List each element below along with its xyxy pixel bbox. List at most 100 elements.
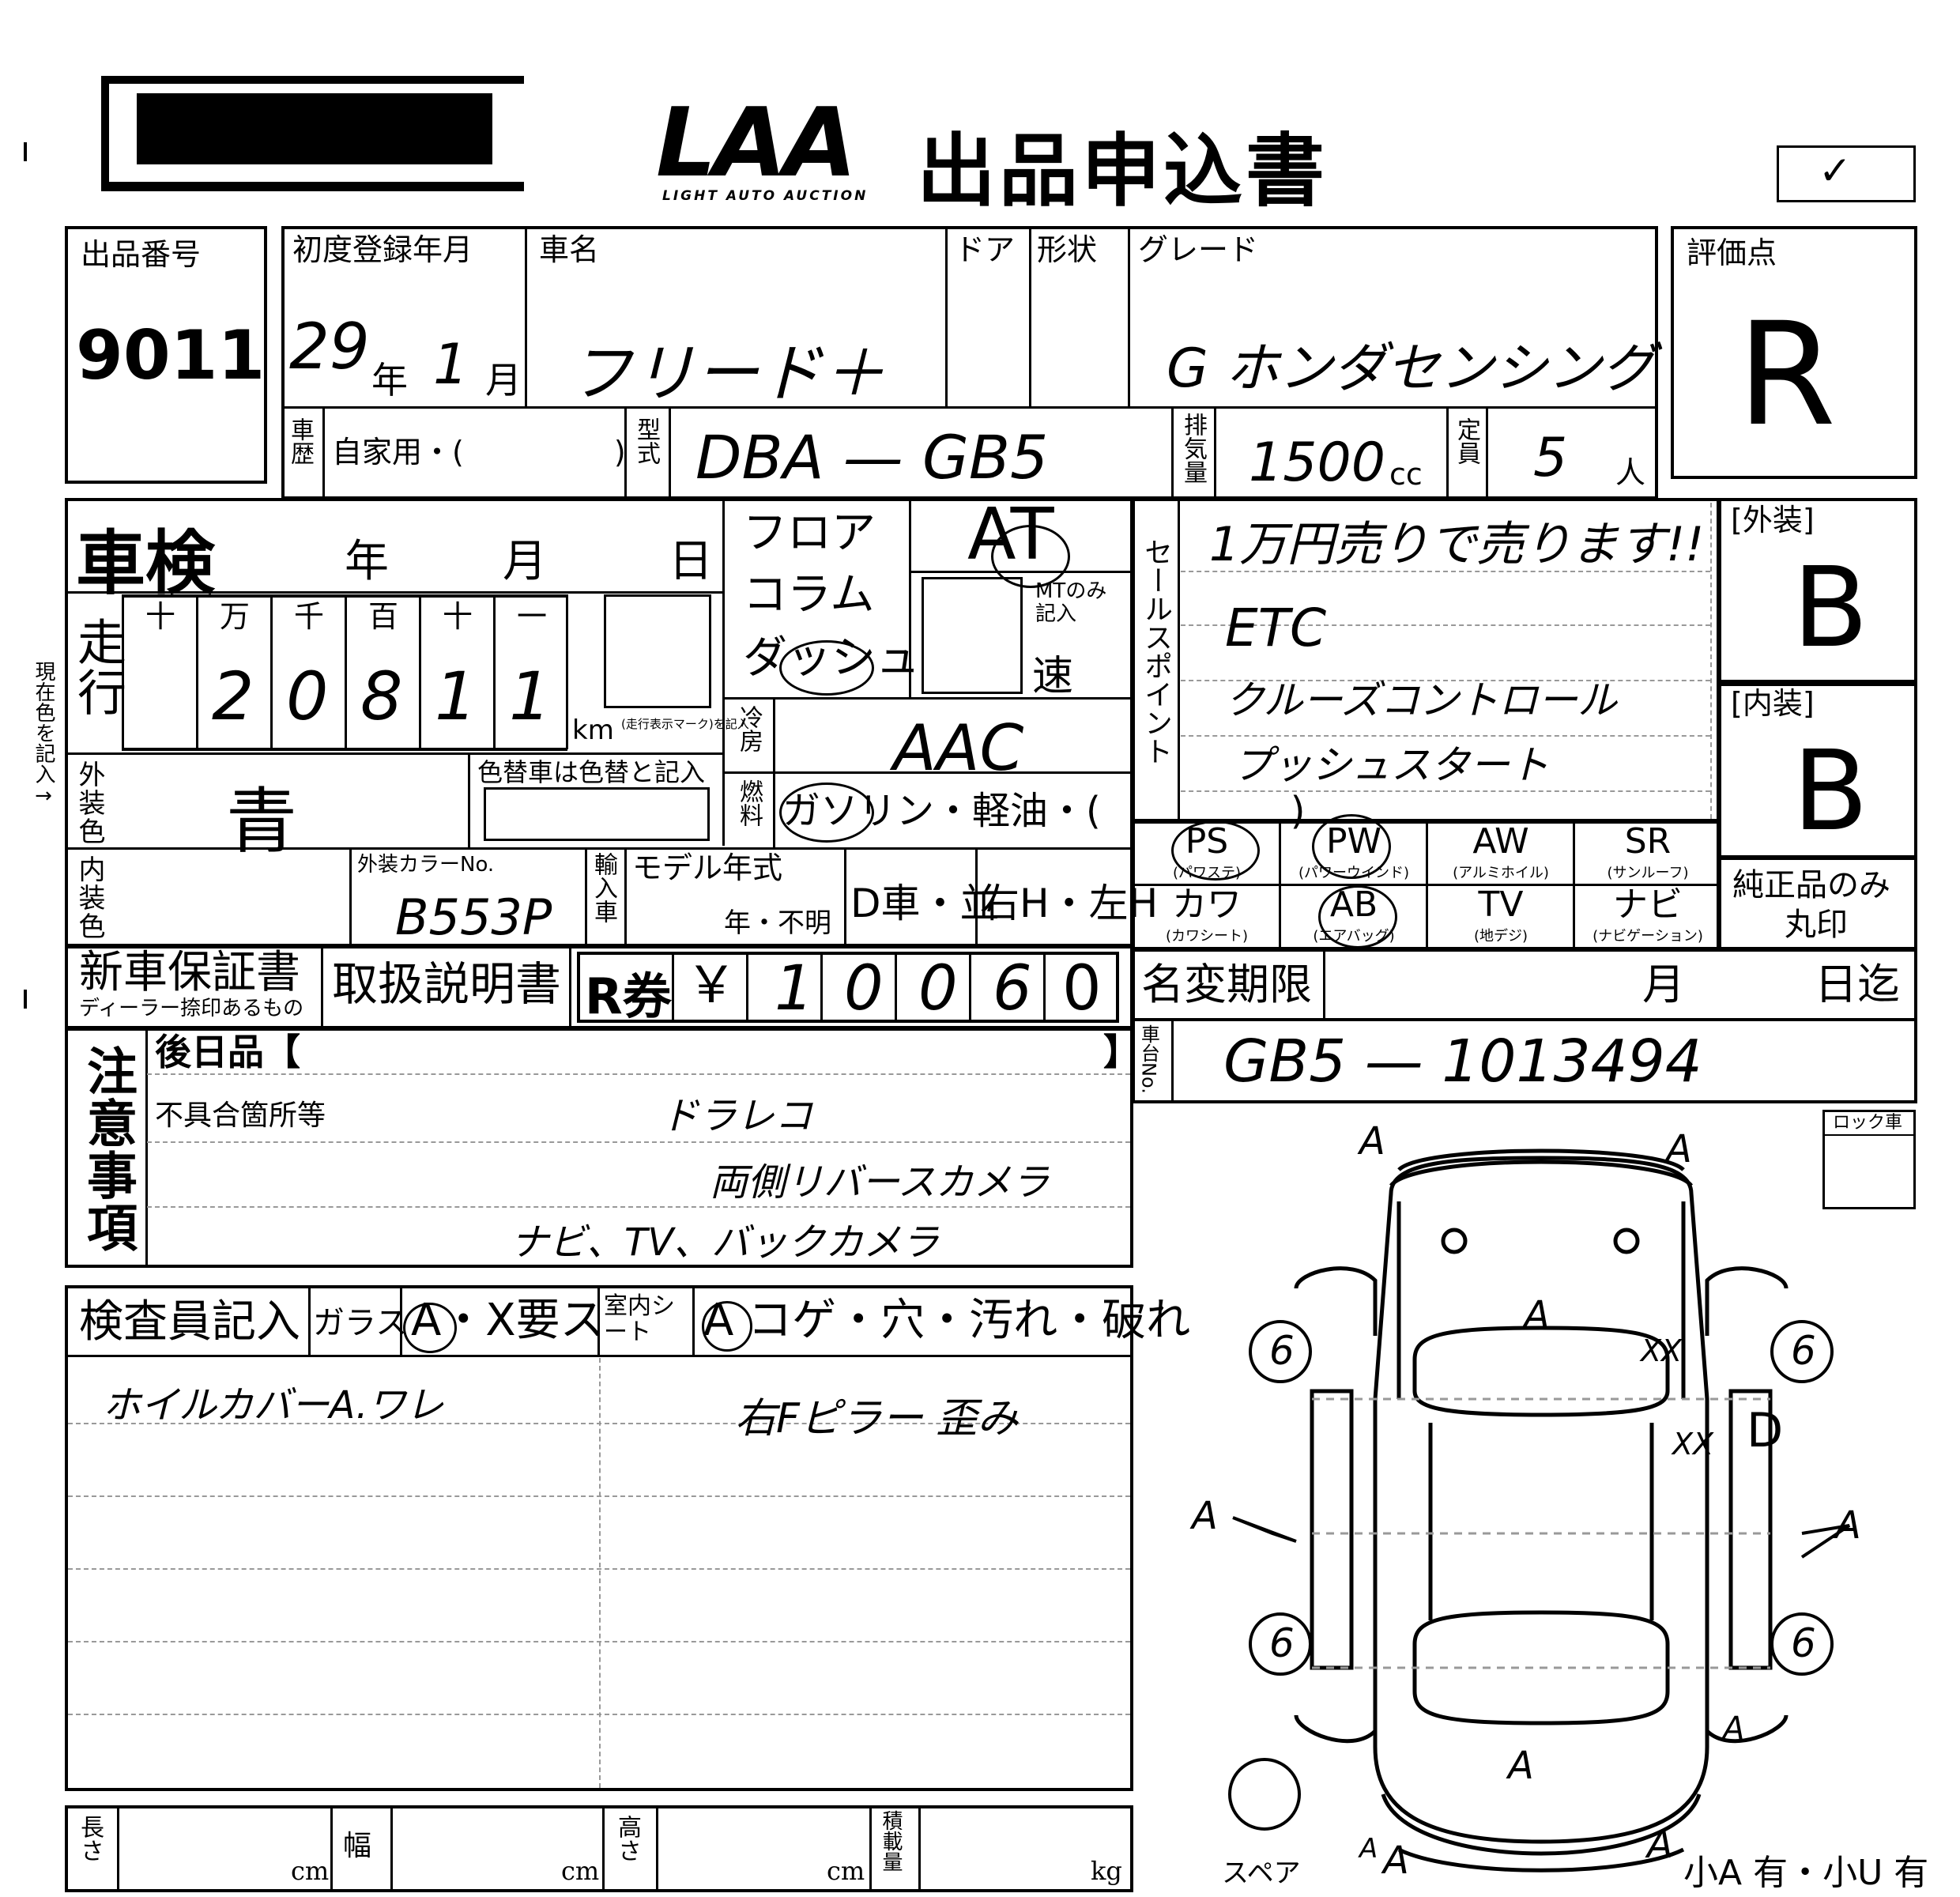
inspector-note-right: 右Fピラー 歪み [735,1395,1019,1443]
import-label: 輸入車 [590,852,617,923]
damage-mark: 6 [1269,1620,1295,1666]
sales-point-2: ETC [1225,598,1327,658]
exterior-rating-box: [外装] B [1718,498,1917,686]
recycle-yen: ￥ [686,956,737,1015]
registration-year: 29 [289,310,370,383]
mileage-place: 百 [368,599,399,634]
exterior-rating-label: [外装] [1731,503,1815,537]
logo-text: LAA [656,89,857,198]
damage-mark: A [1521,1293,1550,1337]
sales-point-4: プッシュスタート [1233,742,1549,788]
glass-a-circle [403,1303,457,1353]
shaken-label: 車検 [76,522,216,604]
damage-mark: 6 [1791,1620,1816,1666]
mileage-place: 万 [220,599,251,634]
length-label: 長さ [76,1815,104,1862]
mileage-place: 十 [443,599,473,634]
genuine-note-box: 純正品のみ 丸印 [1718,857,1917,950]
shaken-day-unit: 日 [669,536,713,587]
name-change-month: 月 [1642,960,1685,1009]
mileage-digit: 0 [286,658,329,735]
seat-label: 室内シート [604,1292,675,1346]
lock-label: ロック車 [1833,1113,1903,1133]
option-navi: ナビ (ナビゲーション) [1592,884,1703,945]
grade-value: G ホンダセンシング [1167,338,1656,400]
capacity-unit: 人 [1615,455,1646,490]
registration-month: 1 [433,332,469,397]
registration-label: 初度登録年月 [292,232,473,267]
inspector-label: 検査員記入 [79,1296,300,1348]
load-unit: kg [1091,1856,1122,1886]
ps-circle [1171,820,1260,881]
color-change-box [484,787,710,841]
mileage-label: 走行 [69,617,126,718]
mileage-unit-note: (走行表示マーク)を記入 [621,717,749,731]
damage-mark: A [1833,1503,1861,1548]
sales-point-1: 1万円売りで売ります!! [1209,517,1705,572]
capacity-label: 定員 [1453,417,1480,465]
sales-point-3: クルーズコントロール [1225,677,1617,723]
warranty-label: 新車保証書 [79,947,300,998]
rear-window [1412,1610,1670,1725]
diagram-bottom-note: 小A 有・小U 有 [1683,1853,1929,1893]
gasoline-circle [779,783,874,843]
rear-bumper [1381,1793,1702,1856]
glass-label: ガラス [313,1305,408,1341]
interior-rating-box: [内装] B [1718,680,1917,858]
damage-mark: A [1358,1833,1378,1865]
seat-value: A コゲ・穴・汚れ・破れ [703,1295,1191,1346]
recycle-label: R券 [585,967,672,1025]
listing-number-box: 出品番号 9011 [65,226,267,484]
notes-box [65,1028,1133,1268]
damage-mark: A [1357,1119,1385,1163]
history-label: 車歴 [286,417,314,465]
notes-line-3: ナビ、TV、バックカメラ [511,1220,940,1265]
damage-mark: 6 [1791,1328,1816,1374]
displacement-unit: cc [1389,457,1423,492]
notes-line-2: 両側リバースカメラ [710,1160,1050,1205]
chassis-label: 車台No. [1137,1024,1160,1094]
exterior-color: 青 [226,780,297,863]
chassis-box [1132,1018,1917,1103]
interior-color-label: 内装色 [74,855,105,941]
side-note: 現在色を記入→ [32,661,55,808]
handle-option: 右H・左H [980,881,1159,926]
mileage-digit: 2 [212,658,254,735]
mileage-place: 十 [145,599,176,634]
displacement-label: 排気量 [1179,413,1207,484]
genuine-note-2: 丸印 [1785,907,1848,943]
recycle-digit: 6 [993,953,1032,1024]
load-label: 積載量 [879,1810,903,1872]
width-label: 幅 [343,1830,372,1862]
manual-label: 取扱説明書 [332,957,562,1011]
mileage-digit: 8 [360,658,403,735]
color-no-label: 外装カラーNo. [357,853,495,877]
car-diagram: A A A A A A A A XX XX 6 6 6 6 D A A [1189,1119,1861,1883]
rating-box: 評価点 R [1671,226,1917,479]
at-circle [991,525,1070,588]
pw-circle [1312,814,1391,879]
notes-line-1: ドラレコ [661,1094,813,1138]
chassis-value: GB5 — 1013494 [1223,1028,1702,1096]
defects-label: 不具合箇所等 [155,1099,326,1132]
recycle-digit: 0 [1062,953,1102,1024]
recycle-digit: 0 [844,953,884,1024]
spare-tire-circle [1228,1758,1301,1831]
warranty-note: ディーラー捺印あるもの [79,997,304,1020]
model-label: 型式 [632,417,660,465]
mileage-grid: 十 万 千 百 十 一 2 0 8 1 1 [122,594,568,751]
color-no-value: B553P [395,888,552,946]
trans-column: コラム [743,569,875,620]
name-change-day: 日迄 [1815,960,1900,1009]
mt-gear-box [922,577,1023,694]
later-items-label: 後日品【 [155,1031,300,1073]
displacement-value: 1500 [1249,432,1386,494]
model-year-label: モデル年式 [632,850,783,885]
damage-mark: A [1664,1127,1692,1171]
damage-mark: A [1381,1839,1409,1883]
door-label: ドア [955,232,1016,267]
ab-circle [1318,885,1397,948]
dealer-option: D車・並 [850,881,1000,926]
seat-a-circle [702,1301,752,1352]
logo-subtext: LIGHT AUTO AUCTION [662,188,869,204]
